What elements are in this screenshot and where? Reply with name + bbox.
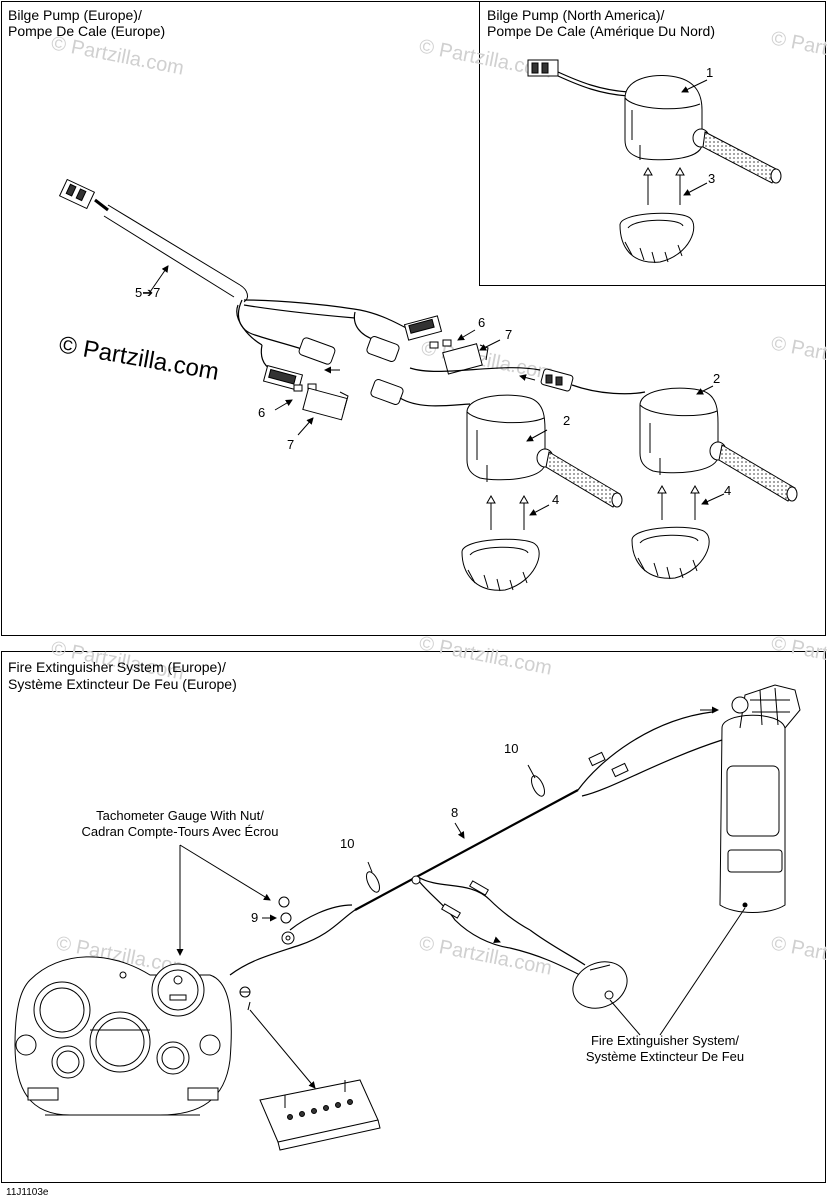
pump-2-left-icon [466,394,554,482]
terminal-block-icon [259,1079,381,1151]
callout-2-right: 2 [713,371,721,386]
fire-title-2: Système Extincteur De Feu (Europe) [8,676,237,692]
callout-7-upper: 7 [505,327,513,342]
strainer-right-icon [631,526,710,580]
screws-3-icon [643,166,685,205]
tachometer-label-1: Tachometer Gauge With Nut/ [96,808,264,823]
fire-system-label-1: Fire Extinguisher System/ [590,1033,740,1048]
screws-4-right-icon [657,484,700,520]
callout-1: 1 [706,65,714,80]
tachometer-label-2: Cadran Compte-Tours Avec Écrou [81,824,279,839]
callout-9: 9 [251,910,259,925]
bilge-europe-title-2: Pompe De Cale (Europe) [8,23,166,39]
pump-2-right-icon [639,387,727,475]
connector-6-lower-icon [262,365,317,392]
callout-2-left: 2 [563,413,571,428]
callout-8: 8 [451,805,459,820]
extinguisher-bottle-icon [719,684,801,913]
fire-title-1: Fire Extinguisher System (Europe)/ [8,659,226,675]
pump-connector-mid-icon [298,336,574,405]
reference-code: 11J1103e [6,1187,49,1198]
pump-1-icon [624,75,710,161]
callout-4-left: 4 [552,492,560,507]
callout-6-upper: 6 [478,315,486,330]
bilge-europe-title-1: Bilge Pump (Europe)/ [8,7,142,23]
hose-1-icon [702,131,782,184]
callout-5-7: 5➔7 [135,285,161,300]
na-connector-icon [527,59,559,77]
callout-6-lower: 6 [258,405,266,420]
screws-4-left-icon [486,494,529,530]
harness-5-icon [58,178,411,371]
bilge-na-title-1: Bilge Pump (North America)/ [487,7,665,23]
fire-system-label-2: Système Extincteur De Feu [585,1049,745,1064]
callout-10-lower: 10 [340,836,355,851]
nut-9-icon [278,896,295,945]
hose-2-right-icon [718,444,798,502]
callout-7-lower: 7 [287,437,295,452]
callout-3: 3 [708,171,716,186]
strainer-left-icon [461,538,540,592]
hose-2-left-icon [545,451,623,508]
plug-7-lower-icon [302,387,349,421]
plug-7-upper-icon [442,343,489,375]
harness-8-icon [229,789,586,976]
strainer-na-icon [619,212,695,264]
bilge-na-title-2: Pompe De Cale (Amérique Du Nord) [487,23,715,39]
gauge-cluster-icon [14,956,232,1116]
connector-6-upper-icon [403,315,452,349]
ties-10-icon [366,764,545,893]
fire-switch-icon [572,961,628,1009]
callout-4-right: 4 [724,483,732,498]
callout-10-upper: 10 [504,741,519,756]
